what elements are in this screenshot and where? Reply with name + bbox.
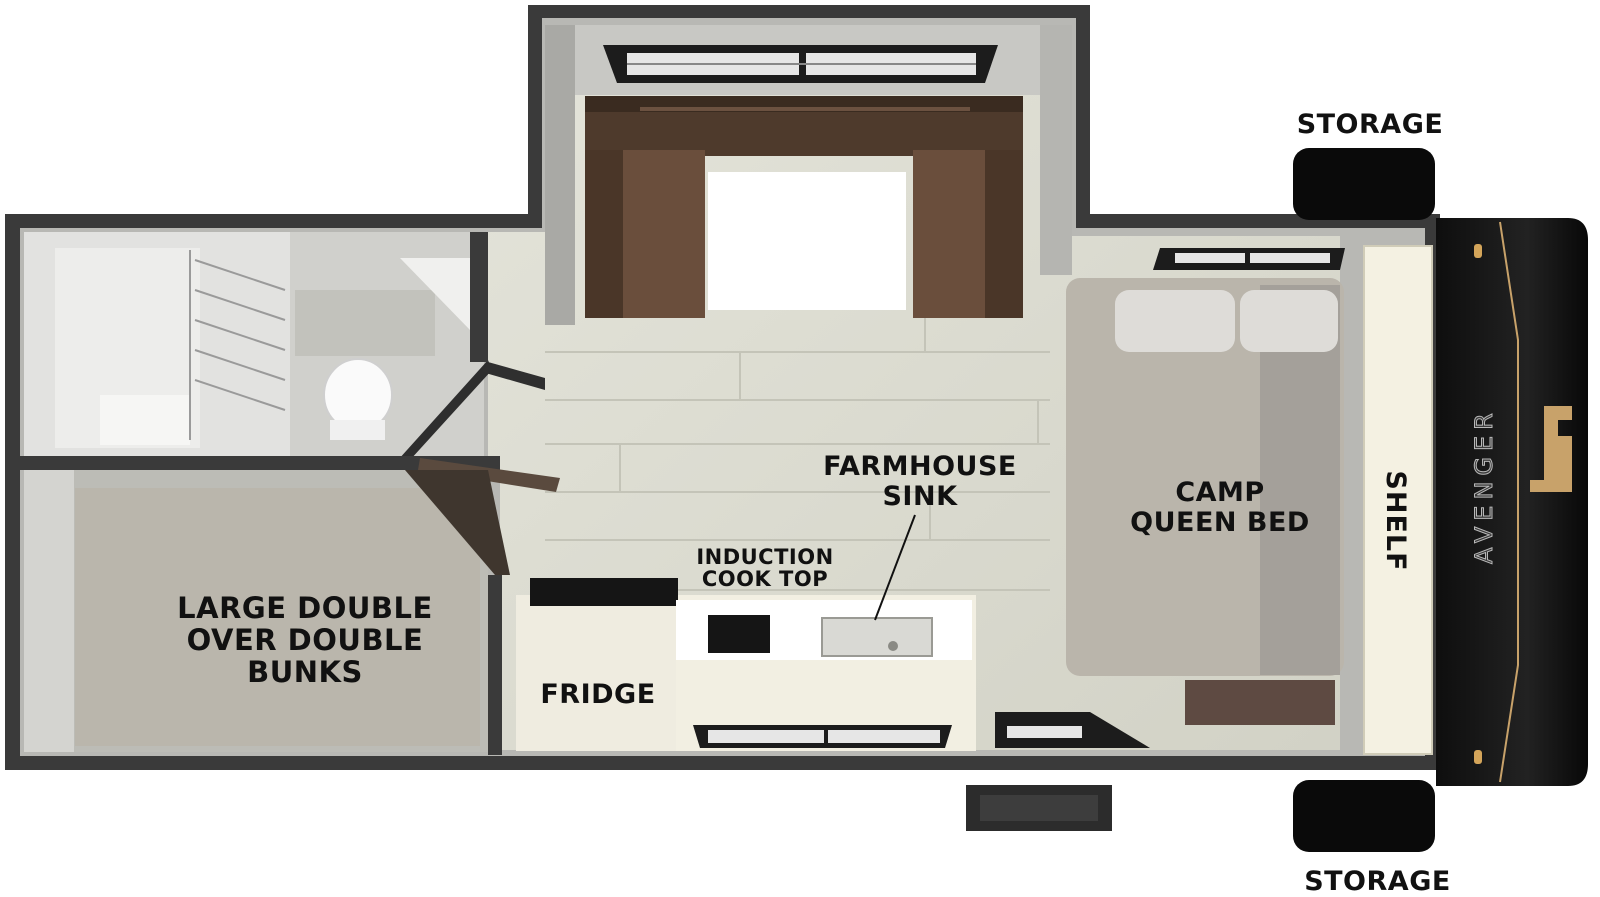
label-farmhouse-sink: FARMHOUSE SINK (823, 451, 1017, 512)
bathroom (24, 232, 492, 460)
bath-bunk-wall (20, 456, 500, 470)
farmhouse-sink-basin (821, 617, 933, 657)
towel-rack (189, 250, 286, 440)
storage-top (1293, 148, 1435, 220)
galley-counter (516, 578, 976, 751)
storage-bottom (1293, 780, 1435, 852)
slide-wall-left (545, 25, 575, 325)
bedroom-window-top (1153, 248, 1345, 270)
nightstand (1185, 680, 1335, 725)
brand-logo (1530, 406, 1572, 492)
dinette-table (708, 172, 906, 310)
bath-wall-diagonal (398, 360, 492, 460)
slide-wall-right (1040, 25, 1072, 275)
brand-wordmark: AVENGER (1470, 407, 1499, 565)
fridge-top (530, 578, 678, 606)
label-storage-top: STORAGE (1296, 109, 1444, 140)
marker-light-bottom (1474, 750, 1482, 764)
label-storage-bottom: STORAGE (1304, 866, 1451, 897)
label-camp-queen-bed: CAMP QUEEN BED (1130, 477, 1310, 538)
pillow-right (1240, 290, 1338, 352)
front-cap (1436, 218, 1588, 786)
vanity (295, 290, 435, 356)
bunk-door (405, 470, 510, 575)
bedroom-window-bottom (995, 712, 1150, 748)
label-induction-cook-top: INDUCTION COOK TOP (696, 545, 834, 591)
shelf (1363, 245, 1433, 755)
entry-step (966, 785, 1112, 831)
bunk-mattress (75, 488, 480, 746)
top-window (603, 45, 998, 83)
sink-leader-line (874, 514, 916, 621)
marker-light-top (1474, 244, 1482, 258)
dinette-sofa (585, 96, 1023, 318)
induction-cook-top (708, 615, 770, 653)
pillow-left (1115, 290, 1235, 352)
label-fridge: FRIDGE (540, 679, 656, 710)
label-bunks: LARGE DOUBLE OVER DOUBLE BUNKS (177, 591, 433, 689)
label-shelf: SHELF (1380, 470, 1411, 572)
bunk-room (24, 470, 510, 755)
camp-queen-bed (1066, 278, 1344, 725)
